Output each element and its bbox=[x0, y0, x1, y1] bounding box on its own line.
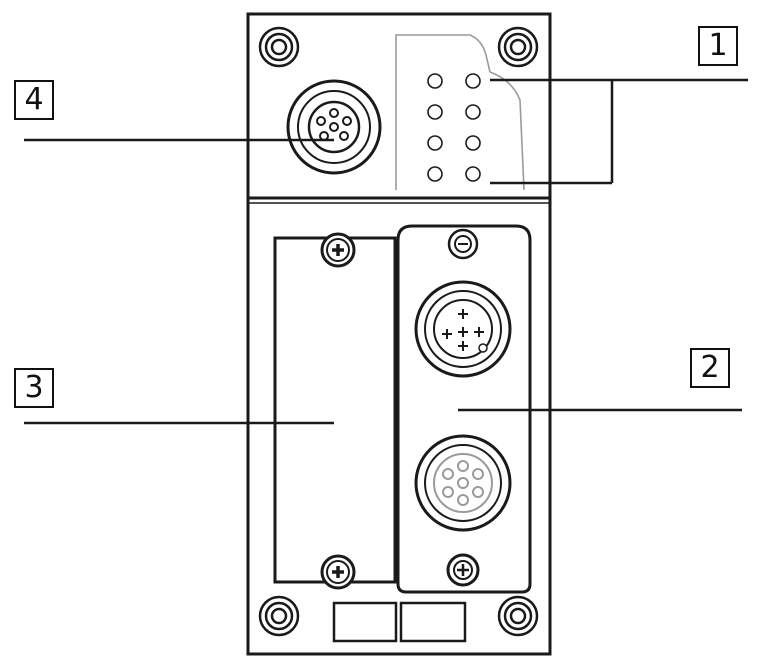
cover-screw-top bbox=[320, 232, 356, 268]
corner-screw-bottom-right bbox=[497, 595, 539, 637]
corner-screw-bottom-left bbox=[258, 595, 300, 637]
label-field-left bbox=[332, 601, 398, 643]
callout-label-1: 1 bbox=[698, 26, 738, 66]
led-panel bbox=[395, 34, 525, 191]
label-field-right bbox=[399, 601, 467, 643]
module-connector-upper bbox=[414, 280, 512, 378]
callout-label-3: 3 bbox=[14, 368, 54, 408]
connector-top bbox=[286, 79, 382, 175]
cover-plate bbox=[273, 236, 397, 584]
leader-line-1 bbox=[490, 78, 748, 185]
callout-label-4: 4 bbox=[14, 80, 54, 120]
cover-screw-bottom bbox=[320, 554, 356, 590]
callout-label-2: 2 bbox=[690, 348, 730, 388]
module-connector-lower bbox=[414, 434, 512, 532]
corner-screw-top-right bbox=[497, 26, 539, 68]
corner-screw-top-left bbox=[258, 26, 300, 68]
